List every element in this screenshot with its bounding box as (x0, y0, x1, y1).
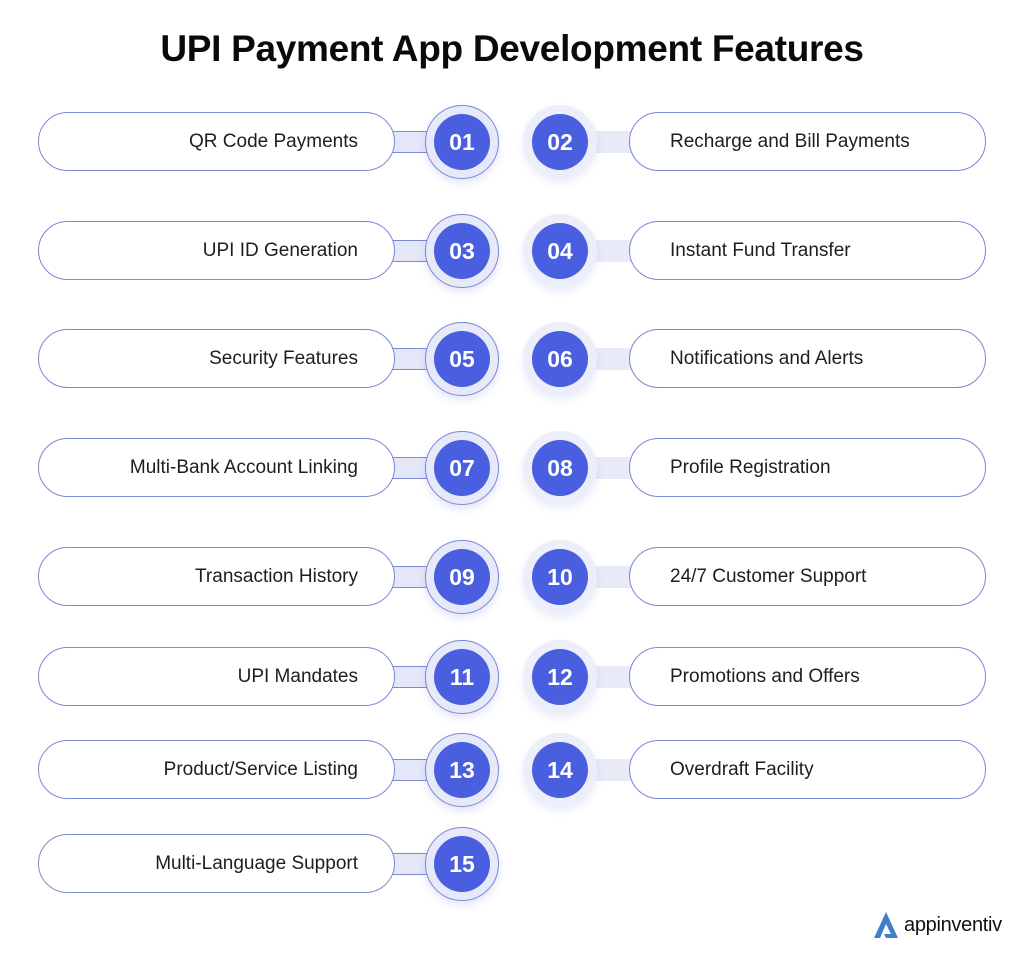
feature-number: 09 (434, 549, 490, 605)
feature-row-1: QR Code Payments 01 02 Recharge and Bill… (0, 103, 1024, 183)
feature-badge-07: 07 (425, 431, 499, 505)
feature-badge-02: 02 (523, 105, 597, 179)
feature-label: Notifications and Alerts (670, 347, 864, 369)
connector-bar (393, 566, 433, 588)
feature-row-2: UPI ID Generation 03 04 Instant Fund Tra… (0, 212, 1024, 292)
feature-number: 06 (532, 331, 588, 387)
feature-number: 12 (532, 649, 588, 705)
page-title: UPI Payment App Development Features (160, 28, 864, 69)
feature-badge-06: 06 (523, 322, 597, 396)
feature-number: 05 (434, 331, 490, 387)
feature-pill-09: Transaction History (38, 547, 395, 606)
feature-number: 08 (532, 440, 588, 496)
connector-bar (592, 457, 632, 479)
feature-label: QR Code Payments (189, 130, 358, 152)
feature-pill-07: Multi-Bank Account Linking (38, 438, 395, 497)
feature-pill-06: Notifications and Alerts (629, 329, 986, 388)
appinventiv-logo: appinventiv (872, 910, 1002, 940)
feature-number: 07 (434, 440, 490, 496)
feature-number: 15 (434, 836, 490, 892)
feature-label: Instant Fund Transfer (670, 239, 851, 261)
feature-label: Transaction History (195, 565, 358, 587)
feature-label: UPI Mandates (237, 665, 358, 687)
feature-label: 24/7 Customer Support (670, 565, 867, 587)
feature-badge-13: 13 (425, 733, 499, 807)
connector-bar (393, 348, 433, 370)
feature-badge-09: 09 (425, 540, 499, 614)
connector-bar (393, 457, 433, 479)
feature-number: 10 (532, 549, 588, 605)
feature-badge-11: 11 (425, 640, 499, 714)
feature-badge-01: 01 (425, 105, 499, 179)
feature-label: Product/Service Listing (163, 758, 358, 780)
feature-pill-14: Overdraft Facility (629, 740, 986, 799)
connector-bar (592, 566, 632, 588)
connector-bar (393, 759, 433, 781)
feature-pill-01: QR Code Payments (38, 112, 395, 171)
feature-row-3: Security Features 05 06 Notifications an… (0, 320, 1024, 400)
feature-badge-15: 15 (425, 827, 499, 901)
feature-pill-12: Promotions and Offers (629, 647, 986, 706)
connector-bar (393, 666, 433, 688)
feature-badge-04: 04 (523, 214, 597, 288)
connector-bar (592, 131, 632, 153)
feature-pill-05: Security Features (38, 329, 395, 388)
feature-pill-13: Product/Service Listing (38, 740, 395, 799)
feature-pill-15: Multi-Language Support (38, 834, 395, 893)
feature-pill-02: Recharge and Bill Payments (629, 112, 986, 171)
connector-bar (592, 348, 632, 370)
feature-label: Multi-Bank Account Linking (129, 456, 358, 478)
connector-bar (393, 131, 433, 153)
feature-pill-04: Instant Fund Transfer (629, 221, 986, 280)
feature-number: 11 (434, 649, 490, 705)
feature-badge-03: 03 (425, 214, 499, 288)
feature-pill-03: UPI ID Generation (38, 221, 395, 280)
feature-number: 03 (434, 223, 490, 279)
connector-bar (592, 759, 632, 781)
connector-bar (393, 853, 433, 875)
feature-row-6: UPI Mandates 11 12 Promotions and Offers (0, 638, 1024, 718)
feature-pill-11: UPI Mandates (38, 647, 395, 706)
feature-badge-10: 10 (523, 540, 597, 614)
feature-row-4: Multi-Bank Account Linking 07 08 Profile… (0, 429, 1024, 509)
feature-label: Promotions and Offers (670, 665, 860, 687)
feature-label: Multi-Language Support (155, 852, 358, 874)
feature-badge-08: 08 (523, 431, 597, 505)
feature-row-8: Multi-Language Support 15 (0, 825, 1024, 905)
connector-bar (393, 240, 433, 262)
feature-badge-12: 12 (523, 640, 597, 714)
feature-label: UPI ID Generation (202, 239, 358, 261)
feature-number: 02 (532, 114, 588, 170)
feature-badge-14: 14 (523, 733, 597, 807)
appinventiv-a-icon (874, 912, 898, 938)
connector-bar (592, 240, 632, 262)
feature-label: Security Features (209, 347, 358, 369)
feature-label: Overdraft Facility (670, 758, 814, 780)
feature-pill-08: Profile Registration (629, 438, 986, 497)
feature-row-5: Transaction History 09 10 24/7 Customer … (0, 538, 1024, 618)
feature-label: Profile Registration (670, 456, 831, 478)
feature-label: Recharge and Bill Payments (670, 130, 910, 152)
logo-text: appinventiv (904, 913, 1002, 936)
connector-bar (592, 666, 632, 688)
feature-number: 01 (434, 114, 490, 170)
feature-number: 04 (532, 223, 588, 279)
feature-row-7: Product/Service Listing 13 14 Overdraft … (0, 731, 1024, 811)
feature-number: 14 (532, 742, 588, 798)
feature-badge-05: 05 (425, 322, 499, 396)
feature-pill-10: 24/7 Customer Support (629, 547, 986, 606)
feature-number: 13 (434, 742, 490, 798)
